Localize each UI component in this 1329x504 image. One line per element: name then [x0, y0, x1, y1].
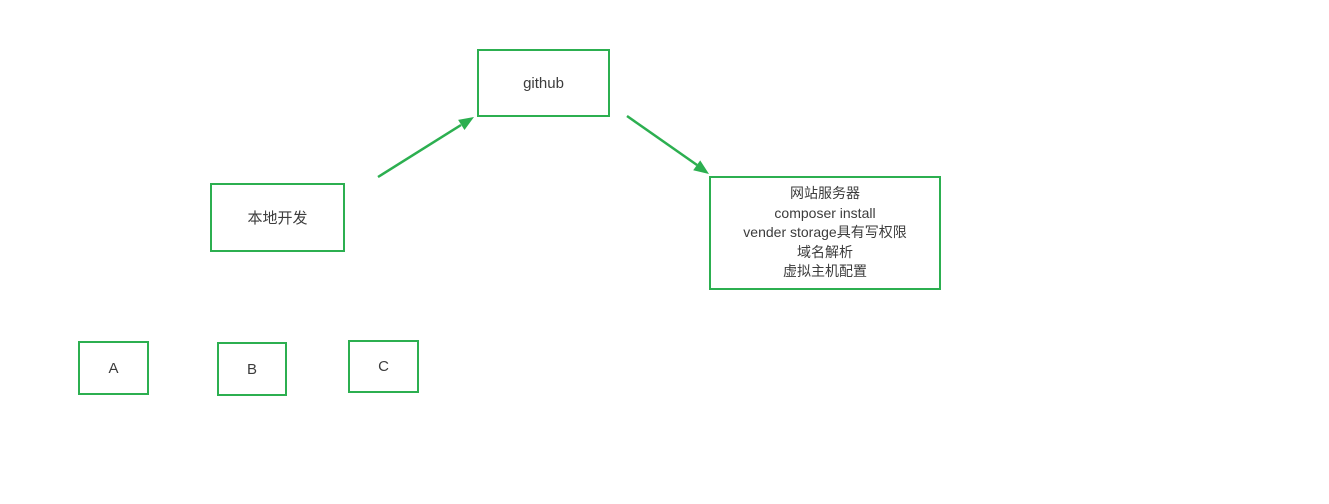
web-server-line-5: 虚拟主机配置 — [783, 263, 867, 280]
node-local-dev-label: 本地开发 — [247, 210, 308, 227]
node-box-b-label: B — [246, 360, 257, 378]
node-box-a-label: A — [108, 359, 119, 377]
node-box-c-label: C — [378, 358, 389, 375]
node-box-a[interactable]: A — [78, 341, 149, 395]
web-server-line-3: vender storage具有写权限 — [743, 224, 907, 241]
arrow-local-dev-to-github[interactable] — [377, 117, 474, 179]
node-box-b[interactable]: B — [217, 342, 287, 396]
node-local-dev[interactable]: 本地开发 — [210, 183, 345, 252]
web-server-line-4: 域名解析 — [797, 243, 853, 260]
web-server-line-2: composer install — [774, 204, 876, 221]
node-web-server[interactable]: 网站服务器 composer install vender storage具有写… — [709, 176, 941, 290]
node-github[interactable]: github — [477, 49, 610, 117]
node-box-c[interactable]: C — [348, 340, 419, 393]
node-github-label: github — [523, 74, 564, 92]
arrowhead-icon — [458, 117, 474, 130]
web-server-line-1: 网站服务器 — [790, 185, 860, 202]
arrowhead-icon — [693, 160, 709, 174]
arrow-github-to-web-server[interactable] — [626, 114, 709, 174]
